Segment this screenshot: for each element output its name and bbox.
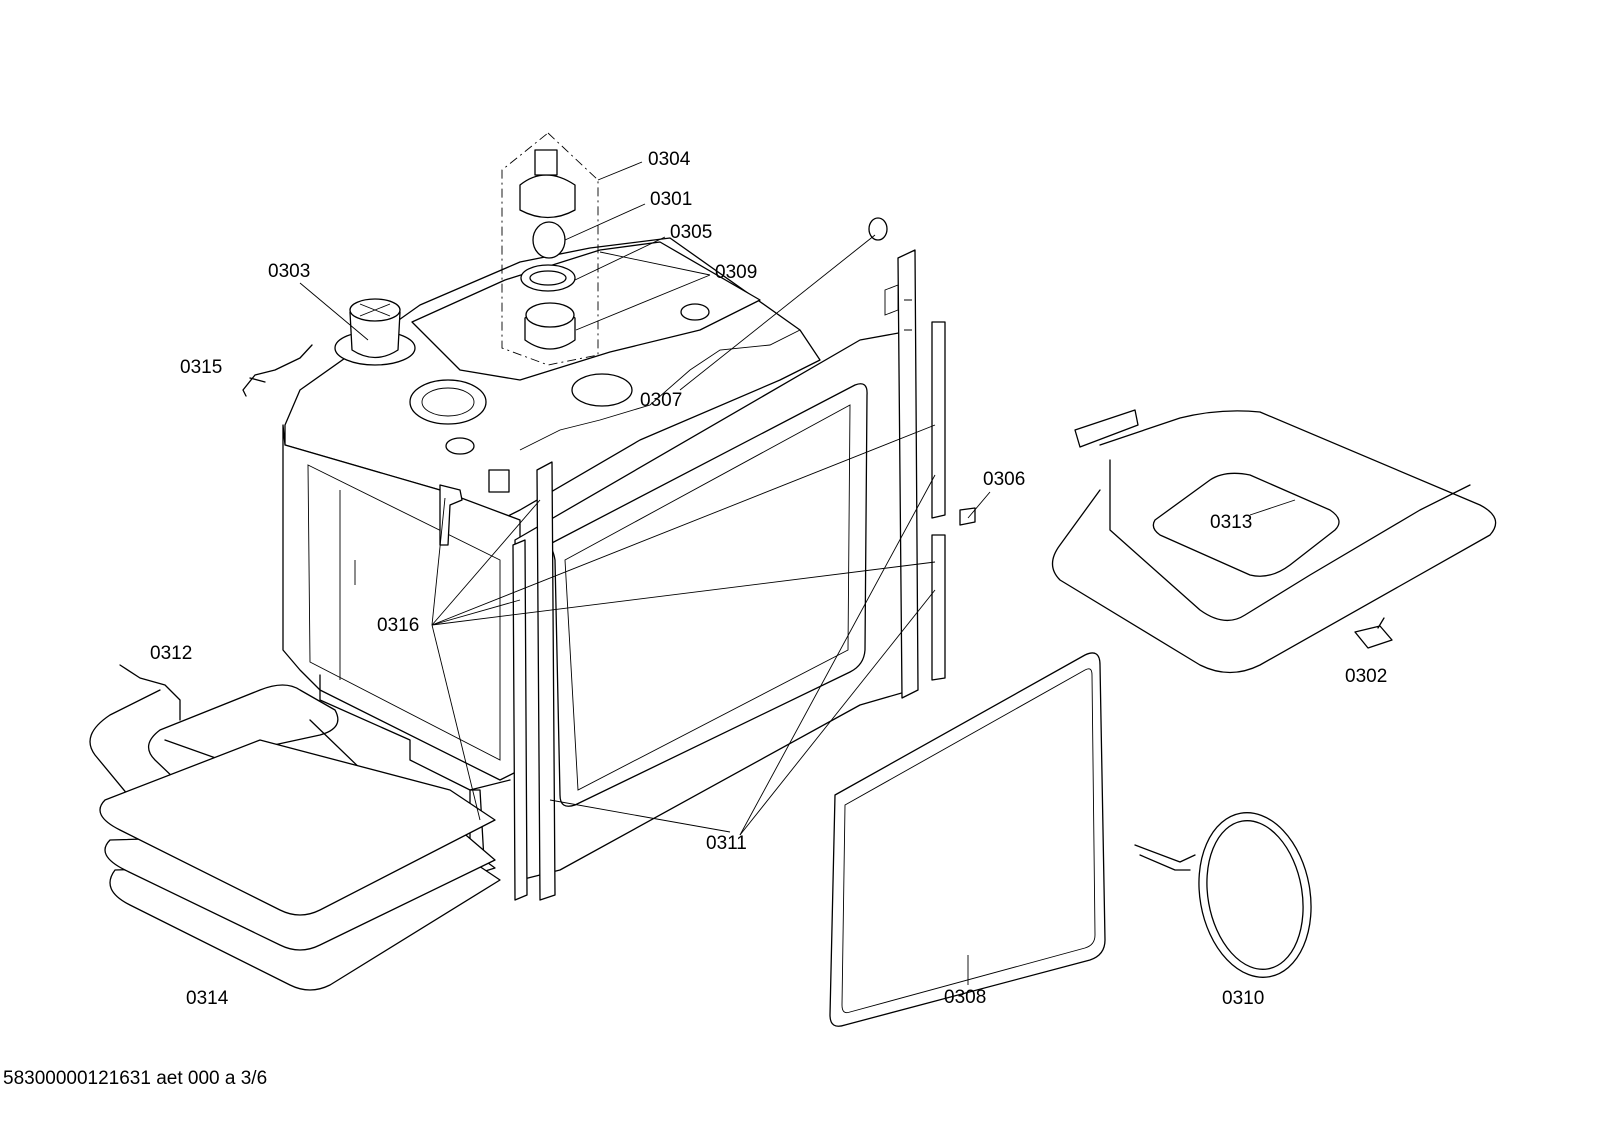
door-seal-outer — [829, 652, 1106, 1027]
label-0310: 0310 — [1222, 988, 1264, 1009]
label-0314: 0314 — [186, 988, 229, 1009]
front-opening-inner — [564, 404, 851, 791]
label-0311: 0311 — [706, 833, 747, 854]
part-labels: 0304 0301 0305 0309 0303 0315 0307 0306 … — [150, 149, 1387, 1009]
leader-0316c — [431, 424, 936, 626]
front-side-bracket-slots — [884, 284, 912, 331]
lamp-bulb — [532, 221, 566, 259]
leader-0316f — [431, 599, 521, 626]
leader-0309b — [575, 274, 711, 331]
leader-0306 — [967, 491, 991, 519]
lamp-socket-top — [534, 149, 558, 176]
top-heater-inner — [1152, 472, 1340, 577]
top-recess — [519, 329, 801, 451]
clip-0306 — [959, 507, 976, 526]
label-0303: 0303 — [268, 261, 310, 282]
label-0313: 0313 — [1210, 512, 1252, 533]
front-rail-left — [512, 539, 528, 901]
leader-0313 — [1249, 499, 1296, 516]
ring-heater-terminals — [1134, 844, 1196, 871]
leader-0301 — [564, 203, 646, 241]
leader-0311b — [739, 589, 936, 836]
lamp-cover-top — [525, 302, 575, 328]
side-strip-upper — [931, 321, 946, 519]
label-0302: 0302 — [1345, 666, 1387, 687]
top-hole-small — [445, 437, 475, 455]
top-hole-mid — [571, 373, 633, 407]
label-0312: 0312 — [150, 643, 192, 664]
lamp-dashed-outline — [501, 132, 599, 366]
clip-0302 — [1354, 617, 1393, 649]
fan-housing — [334, 298, 416, 366]
label-0308: 0308 — [944, 987, 986, 1008]
leader-0311c — [549, 799, 731, 833]
top-heater-mid — [1109, 459, 1471, 622]
ring-heater-coil-outer — [1198, 812, 1312, 978]
document-footer: 58300000121631 aet 000 a 3/6 — [3, 1068, 268, 1089]
door-seal-inner — [841, 668, 1096, 1014]
label-0305: 0305 — [670, 222, 712, 243]
leader-0316d — [431, 561, 936, 626]
lamp-socket — [519, 174, 576, 219]
top-heater — [1051, 409, 1497, 674]
cavity-bottom-edge — [319, 674, 511, 791]
front-opening — [547, 383, 868, 807]
fan-housing-body — [349, 311, 401, 359]
top-hole-left — [409, 379, 487, 425]
leader-0309a — [599, 251, 711, 276]
left-wall-inner — [307, 464, 501, 761]
label-0304: 0304 — [648, 149, 691, 170]
top-hole-right — [680, 303, 710, 321]
side-strip-lower — [931, 534, 946, 681]
lamp-gasket-inner — [529, 270, 567, 286]
lamp-assembly — [501, 132, 599, 366]
left-wall-rib — [339, 490, 356, 680]
label-0306: 0306 — [983, 469, 1025, 490]
cavity-left-wall — [282, 424, 521, 781]
oven-cavity — [282, 217, 919, 901]
leader-0304 — [597, 161, 643, 181]
clip-0315 — [242, 344, 313, 397]
label-0309: 0309 — [715, 262, 757, 283]
front-side-bracket — [897, 249, 919, 699]
leader-0316b — [431, 499, 541, 626]
insulation-mat — [99, 739, 501, 991]
clip-top-right — [868, 217, 888, 241]
leader-0303 — [299, 282, 369, 341]
clip-square — [488, 469, 510, 493]
label-0316: 0316 — [377, 615, 419, 636]
leader-0305 — [574, 236, 666, 281]
leader-0316a — [431, 497, 446, 626]
ring-heater-coil-inner — [1206, 820, 1304, 970]
top-hole-left-inner — [421, 387, 475, 417]
leader-0307 — [679, 234, 876, 391]
leader-lines — [299, 161, 1296, 985]
door-seal — [829, 652, 1106, 1027]
fan-housing-cross — [359, 303, 391, 317]
label-0301: 0301 — [650, 189, 692, 210]
label-0315: 0315 — [180, 357, 222, 378]
label-0307: 0307 — [640, 390, 682, 411]
top-heater-bracket — [1074, 409, 1139, 448]
ring-heater — [1134, 812, 1312, 978]
insulation-mat-top — [99, 739, 496, 916]
leader-0316e — [431, 624, 481, 821]
top-heater-outer — [1051, 410, 1497, 674]
front-rail-right — [536, 461, 556, 901]
leader-0311a — [739, 474, 936, 836]
bottom-heater-terminal — [119, 664, 181, 721]
